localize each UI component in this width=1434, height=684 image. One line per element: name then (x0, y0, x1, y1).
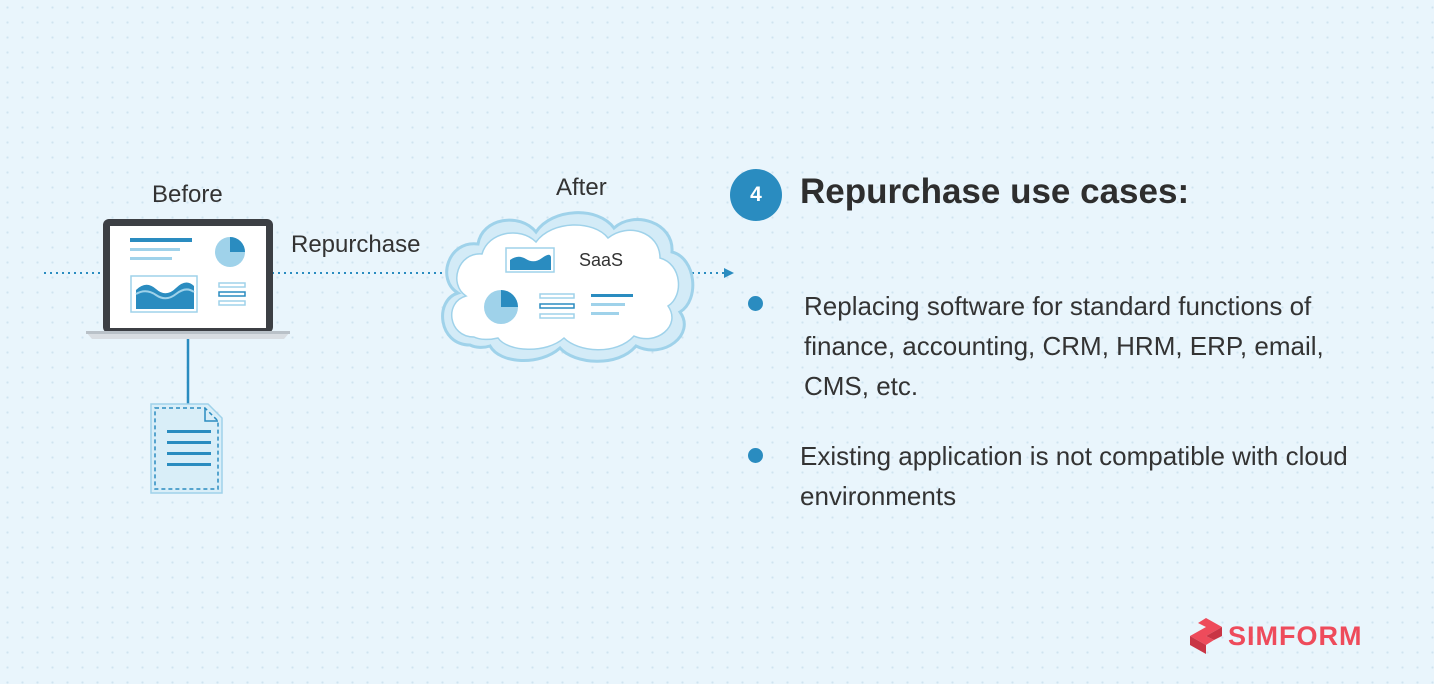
saas-label: SaaS (579, 250, 624, 270)
bullet-item-text: Existing application is not compatible w… (800, 441, 1348, 511)
simform-logo: SIMFORM (1188, 616, 1363, 656)
arrow-head (724, 268, 734, 278)
section-heading: Repurchase use cases: (800, 172, 1190, 211)
cloud-icon (441, 211, 695, 363)
before-label: Before (152, 181, 223, 208)
after-label: After (556, 174, 607, 201)
step-number-badge: 4 (730, 169, 782, 221)
bullet-dot (748, 296, 763, 311)
repurchase-arrow-label: Repurchase (291, 231, 421, 258)
bullet-item-text: Replacing software for standard function… (804, 291, 1324, 401)
document-icon (150, 403, 223, 494)
laptop-icon (86, 219, 290, 339)
bullet-dot (748, 448, 763, 463)
simform-logo-icon (1190, 618, 1222, 654)
simform-logo-text: SIMFORM (1228, 620, 1363, 651)
